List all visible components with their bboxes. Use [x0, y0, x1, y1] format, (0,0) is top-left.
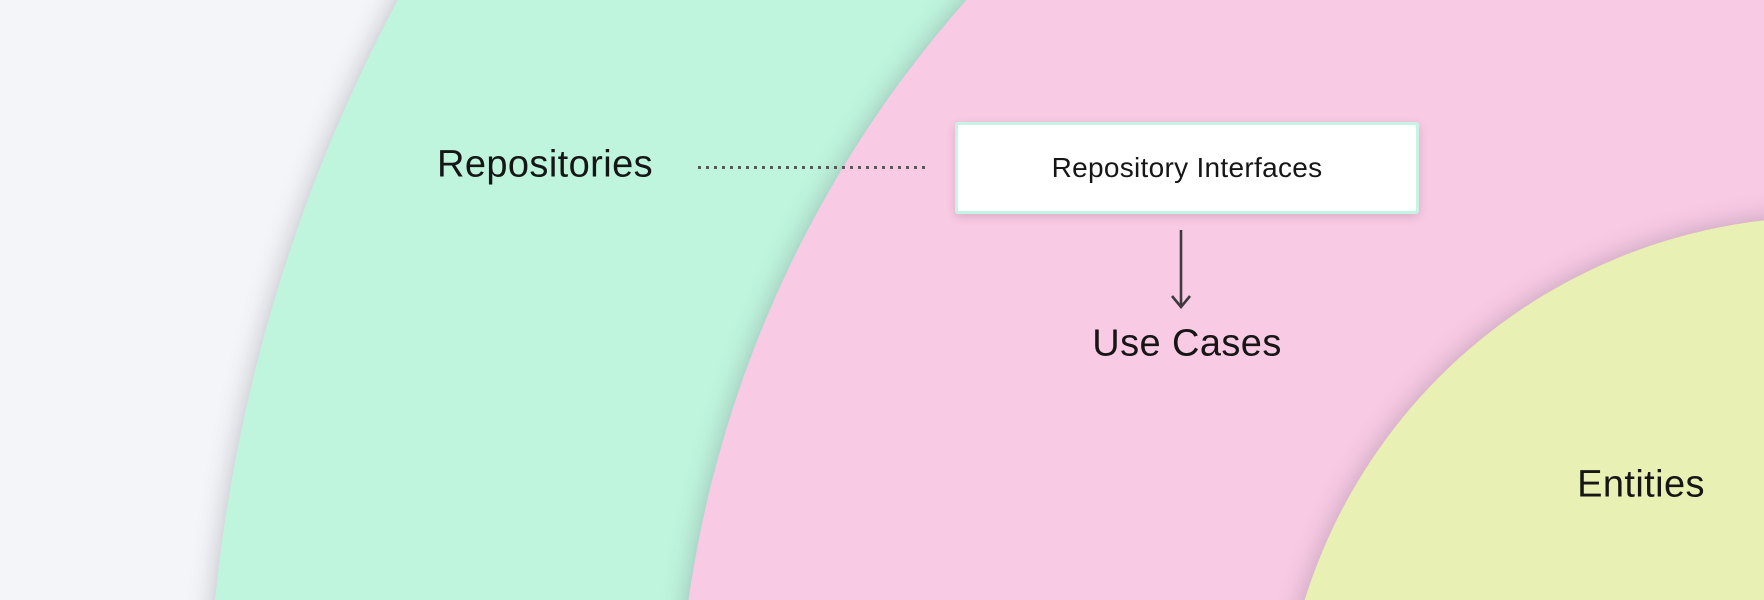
use-cases-label: Use Cases [1092, 322, 1282, 365]
repositories-label: Repositories [436, 143, 654, 186]
repository-interfaces-box: Repository Interfaces [955, 122, 1419, 214]
dotted-connector-line [698, 166, 928, 169]
repository-interfaces-label: Repository Interfaces [1051, 152, 1323, 183]
entities-label: Entities [1577, 463, 1705, 506]
down-arrow-icon [1170, 230, 1192, 310]
